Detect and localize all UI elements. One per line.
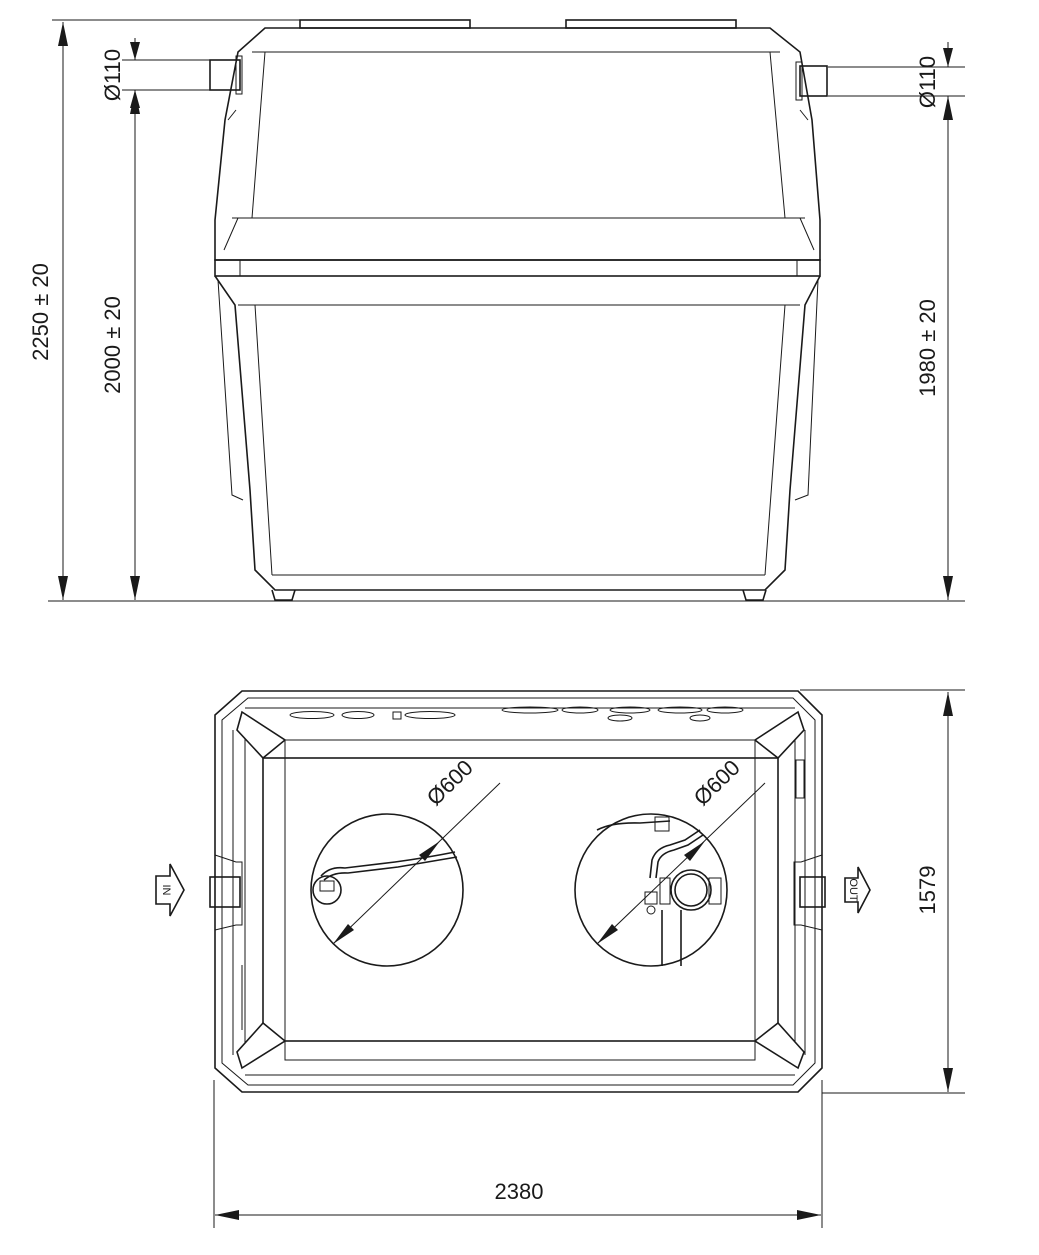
corner-pad-tr	[753, 710, 805, 760]
lid-left	[299, 19, 471, 29]
inlet-pipe	[209, 59, 241, 91]
inlet-hose	[320, 851, 456, 877]
dim-depth-label: 1579	[915, 866, 940, 915]
top-view: IN OUT Ø600 Ø600	[155, 689, 965, 1228]
dim-total-height-label: 2250 ± 20	[28, 263, 53, 361]
pump-pipe	[649, 829, 701, 879]
dim-inlet-pipe-label: Ø110	[100, 49, 125, 101]
dim-outlet-height-label: 1980 ± 20	[915, 299, 940, 397]
embossed-logo	[289, 706, 744, 722]
dim-inlet-height-label: 2000 ± 20	[100, 296, 125, 394]
corner-pad-bl	[236, 1021, 287, 1070]
tank-outline-top	[214, 690, 823, 1093]
tank-upper-body	[214, 27, 821, 261]
manhole-left	[310, 813, 464, 967]
corner-pad-br	[753, 1021, 805, 1070]
inlet-pipe-top	[209, 876, 241, 908]
dim-manhole-left-label: Ø600	[422, 755, 478, 810]
dim-width-label: 2380	[495, 1179, 544, 1204]
dim-outlet-pipe-label: Ø110	[915, 56, 940, 108]
pump-body	[670, 869, 712, 911]
inlet-fitting	[312, 875, 342, 905]
corner-pad-tl	[236, 710, 287, 760]
tank-inner-frame	[262, 757, 779, 1042]
out-label: OUT	[847, 878, 859, 902]
dim-manhole-right-label: Ø600	[689, 755, 745, 810]
out-arrow-icon	[844, 866, 871, 914]
tank-lower-body	[214, 275, 821, 591]
in-label: IN	[160, 885, 172, 896]
outlet-pipe-top	[799, 876, 826, 908]
outlet-pipe	[799, 65, 828, 97]
front-view: 2250 ± 20 2000 ± 20 Ø110 1980 ± 20 Ø110	[28, 19, 965, 602]
manhole-right	[574, 813, 728, 967]
tank-belt	[214, 259, 821, 277]
foot-right	[742, 589, 767, 601]
foot-left	[271, 589, 296, 601]
lid-right	[565, 19, 737, 29]
in-arrow-icon	[155, 863, 185, 917]
